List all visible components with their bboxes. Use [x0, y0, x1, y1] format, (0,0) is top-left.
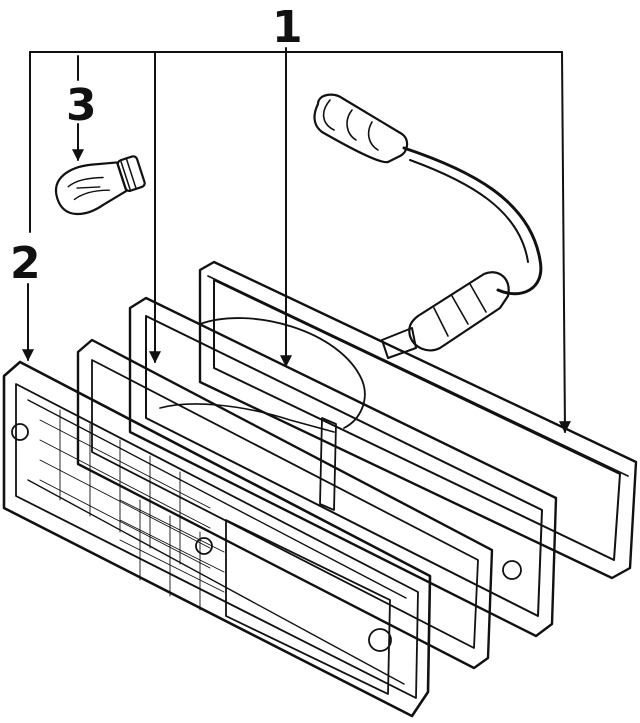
socket-plug	[313, 93, 409, 164]
lens-gasket	[76, 338, 494, 670]
lamp-housing	[198, 260, 638, 580]
gasket-outer	[76, 338, 494, 670]
reflector-frame-outer	[128, 296, 558, 638]
bulb-part	[54, 155, 146, 216]
wire-lead	[402, 146, 543, 296]
reflector-frame-inner	[145, 315, 543, 617]
callout-label-2: 2	[10, 238, 41, 289]
socket-body	[408, 271, 510, 352]
reflector-frame	[128, 296, 558, 638]
callout-label-3: 3	[66, 80, 97, 131]
socket-wire-harness	[313, 93, 543, 359]
lens-screw-hole-right	[368, 628, 392, 652]
callout-label-1: 1	[272, 2, 303, 53]
lens-screw-hole-left	[11, 423, 29, 441]
lamp-lens	[2, 360, 432, 718]
reflector-screw-hole	[502, 560, 522, 580]
leader-callout-1-housing	[558, 51, 571, 434]
lens-screw-hole-middle	[195, 537, 213, 555]
gasket-inner	[91, 359, 479, 649]
housing-outer	[198, 260, 638, 580]
reflector-dome	[199, 317, 366, 429]
housing-inner	[213, 279, 621, 561]
lens-face	[15, 383, 419, 699]
lens-clear-window	[225, 519, 391, 695]
lens-outer	[2, 360, 432, 718]
leader-lines	[22, 47, 571, 434]
